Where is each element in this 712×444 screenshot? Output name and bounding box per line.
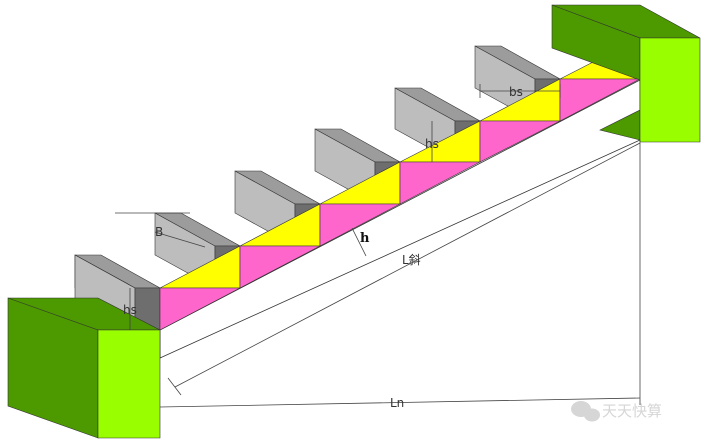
watermark: 天天快算: [571, 401, 662, 422]
bottom-block: [7, 297, 161, 439]
top-block: [551, 4, 701, 143]
label-B: B: [155, 225, 163, 239]
label-bs-top: bs: [509, 85, 523, 99]
label-hs-bottom: hs: [123, 303, 137, 317]
wechat-icon: [571, 401, 600, 422]
label-h: h: [360, 231, 370, 246]
dimensions: [115, 84, 641, 408]
triangles: [159, 37, 641, 331]
label-Ln: Ln: [390, 396, 404, 410]
label-hs-top: hs: [425, 137, 439, 151]
watermark-text: 天天快算: [602, 402, 662, 420]
label-L-slant: L斜: [402, 253, 421, 267]
dimension-labels: bs hs B h L斜 hs Ln: [123, 85, 523, 410]
